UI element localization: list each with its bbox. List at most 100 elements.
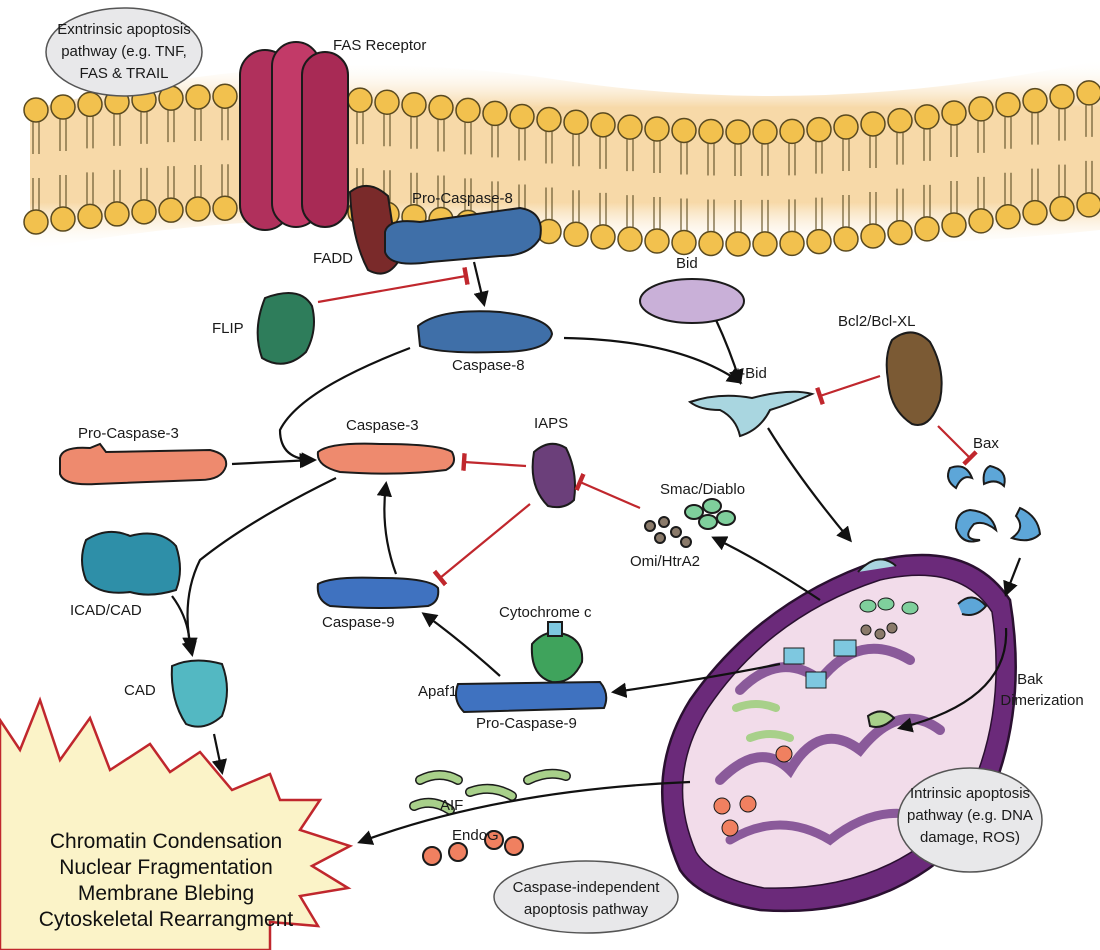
ci-line-2: apoptosis pathway: [524, 901, 649, 918]
phospholipid-tail: [86, 116, 94, 149]
phospholipid-tail: [788, 199, 796, 232]
phospholipid-tail: [950, 180, 958, 213]
phospholipid-tail: [842, 138, 850, 171]
phospholipid-tail: [680, 198, 688, 231]
arrow-procasp8-to-casp8: [472, 261, 489, 307]
phospholipid-tail: [950, 124, 958, 157]
phospholipid-head: [158, 197, 184, 223]
omi-htra2: Omi/HtrA2: [630, 516, 700, 570]
phospholipid-head: [185, 84, 211, 110]
bid-label: Bid: [676, 255, 698, 272]
phospholipid-tail: [707, 143, 715, 176]
phospholipid-head: [212, 83, 238, 109]
phospholipid-head: [374, 89, 400, 116]
caspase-3-label: Caspase-3: [346, 417, 419, 434]
phospholipid-head: [887, 219, 913, 246]
phospholipid-head: [509, 103, 535, 130]
phospholipid-tail: [734, 199, 742, 232]
phospholipid-tail: [842, 194, 850, 227]
phospholipid-tail: [896, 188, 904, 221]
bcl2-label: Bcl2/Bcl-XL: [838, 313, 916, 330]
arrow-mito-to-cytochrome: [610, 662, 781, 698]
inhibition-lines: [317, 266, 978, 587]
caspase-9: Caspase-9: [316, 576, 440, 631]
phospholipid-tail: [491, 125, 499, 158]
phospholipid-head: [968, 208, 994, 234]
phospholipid-tail: [464, 178, 472, 211]
phospholipid-head: [455, 97, 481, 124]
phospholipid-tail: [626, 139, 634, 172]
phospholipid-head: [482, 100, 508, 127]
bak-line-1: Bak: [1017, 671, 1043, 688]
phospholipid-head: [887, 107, 913, 134]
phospholipid-head: [536, 106, 562, 133]
membrane-outer-heads: [23, 80, 1100, 176]
phospholipid-head: [806, 228, 832, 255]
phospholipid-head: [995, 204, 1021, 230]
phospholipid-head: [131, 199, 157, 225]
arrow-icad-to-cad: [171, 595, 198, 654]
phospholipid-head: [563, 109, 589, 136]
phospholipid-tail: [815, 197, 823, 230]
phospholipid-head: [50, 94, 76, 120]
phospholipid-tail: [923, 184, 931, 217]
phospholipid-tail: [545, 187, 553, 220]
arrow-casp8-to-casp3: [278, 346, 411, 468]
arrow-casp8-to-tbid: [563, 336, 743, 384]
bid: Bid: [639, 255, 745, 324]
phospholipid-tail: [1031, 112, 1039, 145]
outcome-4: Cytoskeletal Rearrangment: [39, 908, 294, 931]
arrow-procasp3-to-casp3: [231, 452, 316, 469]
phospholipid-tail: [356, 112, 364, 145]
apaf1-label: Apaf1: [418, 683, 457, 700]
intrinsic-line-1: Intrinsic apoptosis: [910, 785, 1030, 802]
phospholipid-head: [914, 216, 940, 242]
phospholipid-head: [995, 92, 1021, 118]
outcome-3: Membrane Blebing: [78, 882, 254, 905]
phospholipid-tail: [734, 143, 742, 176]
pro-caspase-9-label: Pro-Caspase-9: [476, 715, 577, 732]
phospholipid-tail: [869, 191, 877, 224]
phospholipid-tail: [491, 181, 499, 214]
phospholipid-tail: [761, 199, 769, 232]
phospholipid-head: [914, 104, 940, 130]
fas-receptor-label: FAS Receptor: [333, 37, 426, 54]
phospholipid-tail: [464, 122, 472, 155]
inhibit-iaps-casp3: [461, 453, 527, 471]
phospholipid-head: [1049, 83, 1075, 110]
caspase-8: Caspase-8: [416, 310, 554, 374]
smac-label: Smac/Diablo: [660, 481, 745, 498]
phospholipid-tail: [1004, 116, 1012, 149]
phospholipid-tail: [518, 128, 526, 161]
apoptosome: Cytochrome c Apaf1 Pro-Caspase-9: [418, 604, 608, 732]
phospholipid-head: [1076, 80, 1100, 106]
phospholipid-head: [23, 209, 49, 235]
phospholipid-tail: [113, 113, 121, 146]
phospholipid-tail: [572, 134, 580, 167]
phospholipid-head: [968, 96, 994, 122]
endog: EndoG: [422, 827, 524, 866]
phospholipid-tail: [653, 197, 661, 230]
bak-line-2: Dimerization: [1000, 692, 1083, 709]
phospholipid-tail: [113, 169, 121, 202]
phospholipid-head: [23, 97, 49, 123]
phospholipid-tail: [599, 136, 607, 169]
bcl2: Bcl2/Bcl-XL: [838, 313, 943, 426]
phospholipid-head: [698, 118, 724, 145]
inhibit-smac-iaps: [574, 473, 641, 510]
phospholipid-head: [428, 94, 454, 121]
t-bid-label: t-Bid: [736, 365, 767, 382]
arrow-bax-to-mito: [1003, 557, 1022, 597]
phospholipid-head: [779, 118, 805, 145]
phospholipid-head: [752, 231, 778, 257]
cad-label: CAD: [124, 682, 156, 699]
phospholipid-tail: [626, 195, 634, 228]
caspase-3: Caspase-3: [316, 417, 455, 475]
bax-label: Bax: [973, 435, 999, 452]
phospholipid-tail: [653, 141, 661, 174]
inhibit-bcl2-bax: [937, 425, 978, 466]
phospholipid-head: [590, 112, 616, 138]
caspase-9-label: Caspase-9: [322, 614, 395, 631]
aif-label: AIF: [440, 797, 463, 814]
arrow-mito-to-smac: [711, 536, 821, 601]
